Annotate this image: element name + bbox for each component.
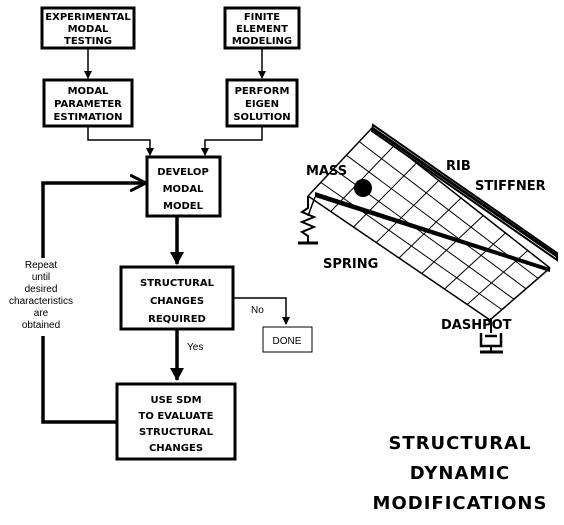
title-line-2: DYNAMIC: [410, 463, 510, 484]
repeat-note-line: characteristics: [9, 296, 73, 307]
plate-grid-line: [320, 181, 503, 311]
plate-illustration: MASS RIB STIFFNER SPRING DASHPOT: [298, 123, 558, 354]
box-text-line: CHANGES: [149, 443, 203, 454]
box-text-line: PERFORM: [235, 86, 290, 97]
repeat-note-line: are: [34, 308, 49, 319]
label-spring: SPRING: [323, 257, 378, 272]
box-text-line: TO EVALUATE: [139, 411, 214, 422]
box-text-line: EXPERIMENTAL: [45, 12, 131, 23]
box-text-line: DEVELOP: [157, 167, 209, 178]
plate-grid-line: [444, 232, 506, 290]
box-develop-modal-model: DEVELOP MODAL MODEL: [145, 155, 222, 218]
box-finite-element-modeling: FINITE ELEMENT MODELING: [223, 6, 301, 50]
repeat-note: Repeat until desired characteristics are…: [2, 258, 84, 336]
edge-label-no: No: [251, 305, 264, 316]
edge-pes-to-dmm: [201, 127, 263, 156]
box-text-line: PARAMETER: [54, 99, 122, 110]
plate-grid-line: [398, 197, 462, 259]
edge-mpe-to-dmm: [87, 127, 154, 156]
title-line-1: STRUCTURAL: [388, 433, 531, 454]
box-text-line: USE SDM: [150, 395, 201, 406]
rib-stiffener-top: [371, 126, 558, 258]
edge-scr-to-done: [233, 297, 290, 325]
repeat-note-line: desired: [25, 284, 58, 295]
repeat-note-line: until: [32, 272, 50, 283]
box-text-line: MODAL: [68, 86, 109, 97]
plate-outline: [307, 127, 373, 197]
spring-coil: [299, 196, 317, 243]
box-text-line: EIGEN: [245, 99, 279, 110]
box-text-line: REQUIRED: [148, 314, 206, 325]
box-text-line: MODAL: [163, 184, 204, 195]
box-text-line: ESTIMATION: [54, 112, 123, 123]
repeat-note-line: obtained: [22, 320, 60, 331]
title-line-3: MODIFICATIONS: [373, 493, 548, 514]
box-text-line: MODEL: [163, 201, 204, 212]
box-done: DONE: [262, 326, 313, 353]
plate-front-edge: [315, 192, 550, 272]
label-mass: MASS: [306, 164, 347, 179]
plate-grid-line: [358, 141, 539, 279]
box-text-line: MODELING: [232, 36, 292, 47]
plate-grid-line: [375, 180, 440, 243]
box-use-sdm: USE SDM TO EVALUATE STRUCTURAL CHANGES: [115, 382, 237, 461]
plate-outline: [489, 267, 551, 321]
plate-grid-line: [330, 145, 395, 212]
plate-grid-line: [346, 154, 527, 290]
box-structural-changes-required: STRUCTURAL CHANGES REQUIRED: [119, 265, 235, 331]
plate-grid-line: [353, 162, 417, 228]
plate-grid-line: [466, 250, 529, 305]
box-text-line: ELEMENT: [236, 24, 288, 35]
label-rib: RIB: [446, 159, 471, 174]
box-text-line: TESTING: [64, 36, 112, 47]
edge-label-yes: Yes: [187, 342, 203, 353]
box-text-line: SOLUTION: [233, 112, 290, 123]
mass-ball: [354, 179, 372, 197]
box-experimental-modal-testing: EXPERIMENTAL MODAL TESTING: [40, 6, 136, 50]
box-text-line: CHANGES: [150, 296, 204, 307]
label-stiffner: STIFFNER: [475, 179, 546, 194]
box-text-line: FINITE: [244, 12, 280, 23]
box-perform-eigen-solution: PERFORM EIGEN SOLUTION: [225, 78, 299, 128]
plate-grid-line: [421, 215, 484, 274]
label-dashpot: DASHPOT: [441, 318, 512, 333]
box-text-line: MODAL: [68, 24, 109, 35]
box-text-line: STRUCTURAL: [140, 278, 215, 289]
box-text-line: DONE: [273, 336, 302, 347]
box-text-line: STRUCTURAL: [139, 427, 214, 438]
repeat-note-line: Repeat: [25, 260, 57, 271]
box-modal-parameter-estimation: MODAL PARAMETER ESTIMATION: [42, 78, 134, 128]
